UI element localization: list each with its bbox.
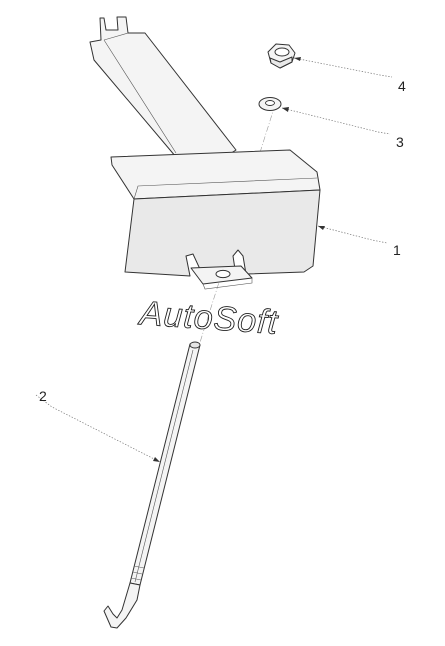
callout-number-4: 4	[398, 78, 406, 94]
part-hook-bolt	[103, 341, 201, 629]
autosoft-watermark: AutoSoft	[137, 294, 280, 342]
arrowhead-3	[282, 107, 289, 112]
bracket-tab-hole	[215, 269, 231, 279]
callout-number-3: 3	[396, 134, 404, 150]
callout-number-1: 1	[393, 242, 401, 258]
callout-number-2: 2	[39, 388, 47, 404]
arrowhead-1	[318, 226, 325, 230]
leader-1	[317, 225, 388, 244]
leader-3	[281, 107, 391, 135]
bracket-arm	[89, 16, 237, 158]
arrowhead-4	[294, 57, 301, 61]
arrowhead-2	[153, 457, 160, 462]
leader-4	[293, 57, 393, 78]
part-bracket	[89, 16, 321, 290]
bracket-front-face	[124, 189, 321, 281]
part-washer	[258, 97, 282, 111]
part-nut	[267, 43, 296, 69]
leader-2	[35, 394, 161, 463]
